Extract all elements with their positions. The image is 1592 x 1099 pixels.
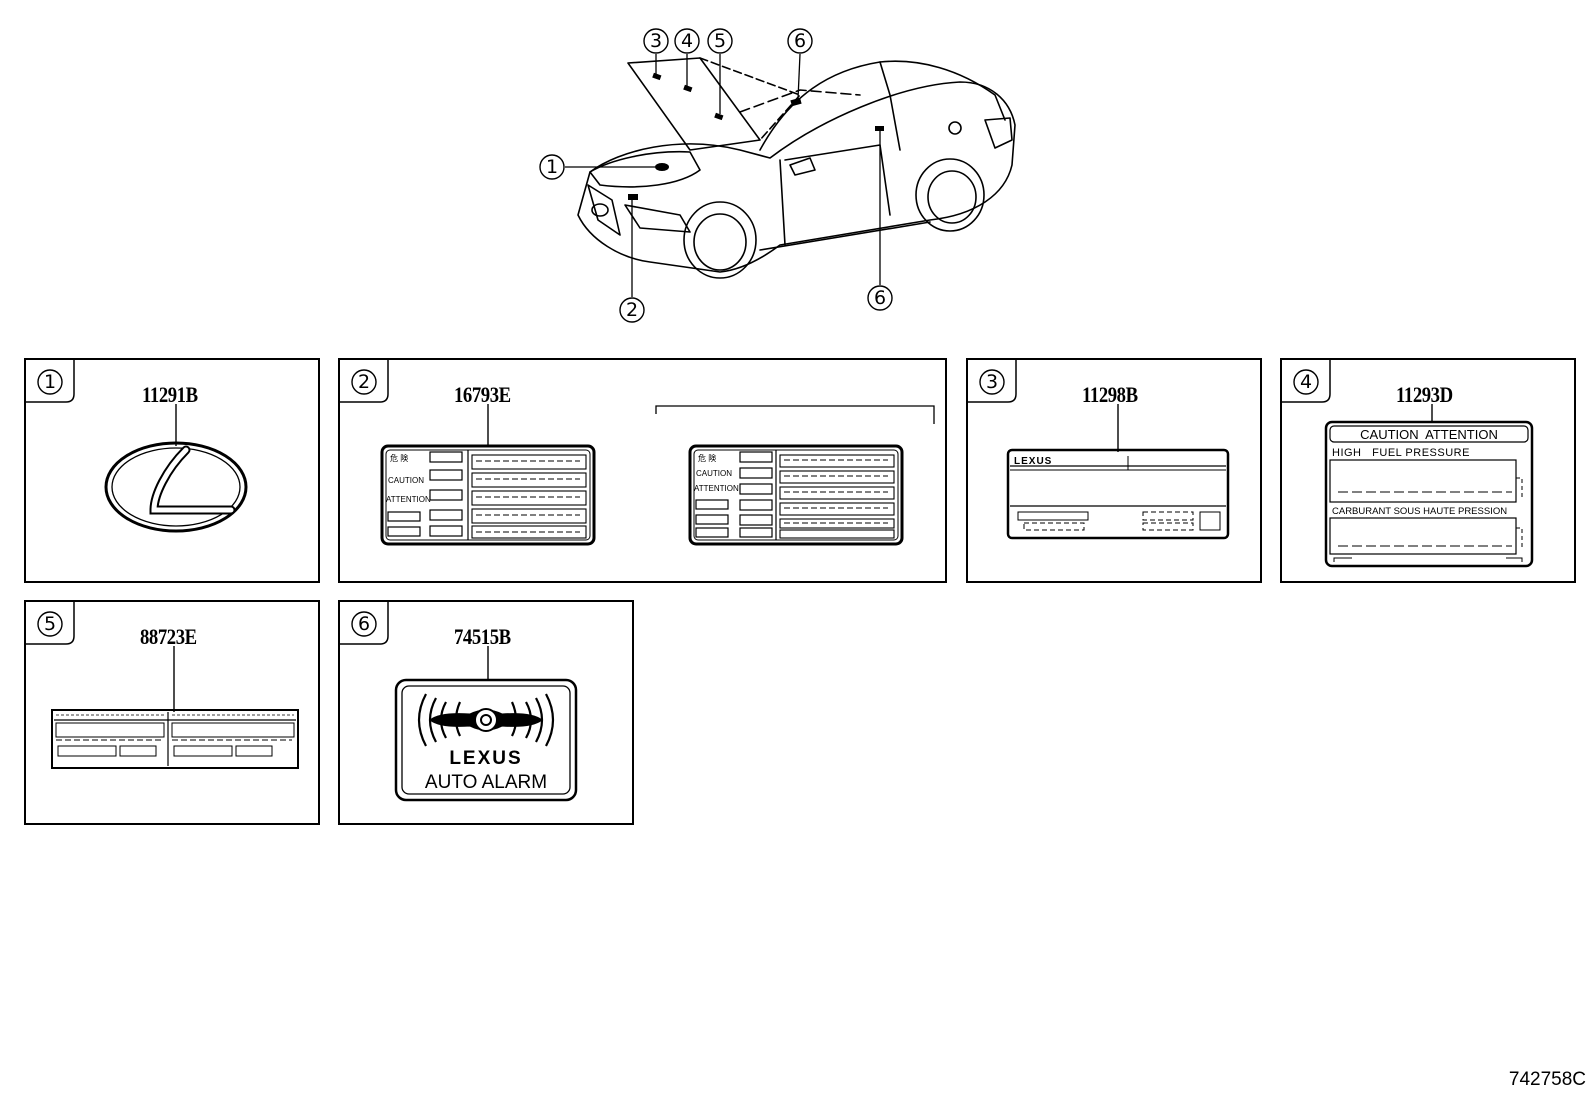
marker-6b bbox=[875, 126, 884, 131]
panel-4-callout: 4 bbox=[1300, 371, 1312, 393]
label-b-attention-text: ATTENTION bbox=[694, 484, 739, 493]
car-roof bbox=[759, 60, 1006, 151]
fuel-label-line1: HIGH FUEL PRESSURE bbox=[1332, 447, 1470, 459]
panel-5-graphics: 5 bbox=[26, 602, 299, 769]
panel-1-graphics: 1 bbox=[26, 360, 248, 533]
emission-label bbox=[1006, 448, 1230, 540]
fuel-label-header: CAUTION ATTENTION bbox=[1360, 427, 1498, 442]
alarm-caption-text: AUTO ALARM bbox=[425, 772, 547, 793]
fuel-pressure-label bbox=[1324, 420, 1534, 568]
panel-3-callout: 3 bbox=[986, 371, 998, 393]
marker-1 bbox=[655, 163, 669, 171]
panel-2-graphics: 2 bbox=[340, 360, 935, 546]
alarm-brand-text: LEXUS bbox=[449, 748, 522, 769]
callout-6b-car: 6 bbox=[874, 287, 886, 309]
callout-4-car: 4 bbox=[681, 30, 693, 52]
panel-5-callout: 5 bbox=[44, 613, 56, 635]
panel-2-callout: 2 bbox=[358, 371, 370, 393]
panel-4-graphics: 4 CAUTION ATTENTION HIGH FUEL PRESSURE C… bbox=[1282, 360, 1534, 568]
part-number-3: 11298B bbox=[1082, 382, 1138, 407]
panel-3-graphics: 3 LEXUS bbox=[968, 360, 1230, 540]
caution-label-b: 危 険 CAUTION ATTENTION bbox=[688, 444, 904, 546]
car-body-outline bbox=[577, 81, 1016, 273]
part-number-4: 11293D bbox=[1396, 382, 1453, 407]
lexus-emblem-icon bbox=[104, 441, 248, 533]
label-a-danger-text: 危 険 bbox=[390, 453, 408, 463]
label-b-caution-text: CAUTION bbox=[696, 469, 732, 478]
marker-4 bbox=[683, 84, 693, 93]
label-b-danger-text: 危 険 bbox=[698, 453, 716, 463]
panel-6-graphics: 6 LEXUS AUTO ALARM bbox=[340, 602, 578, 802]
panel-part-6: 6 LEXUS AUTO ALARM 74515B bbox=[338, 600, 634, 825]
diagram-id: 742758C bbox=[1508, 1069, 1586, 1090]
label-a-attention-text: ATTENTION bbox=[386, 495, 431, 504]
callout-6a-car: 6 bbox=[794, 30, 806, 52]
panel-6-callout: 6 bbox=[358, 613, 370, 635]
car-hood-open bbox=[627, 57, 761, 151]
callout-3-car: 3 bbox=[650, 30, 662, 52]
panel-part-1: 1 11291B bbox=[24, 358, 320, 583]
panel-part-2: 2 bbox=[338, 358, 947, 583]
emission-label-brand: LEXUS bbox=[1014, 456, 1052, 467]
panel-part-5: 5 88723E bbox=[24, 600, 320, 825]
auto-alarm-sticker bbox=[394, 678, 578, 802]
part-number-1: 11291B bbox=[142, 382, 198, 407]
car-front-wheel bbox=[683, 201, 757, 279]
alarm-sensor-icon bbox=[417, 693, 555, 747]
car-grille bbox=[587, 184, 621, 236]
panel-1-callout: 1 bbox=[44, 371, 56, 393]
marker-3 bbox=[652, 72, 662, 81]
callout-5-car: 5 bbox=[714, 30, 726, 52]
fuel-warning-strip-label bbox=[51, 709, 299, 769]
part-number-5: 88723E bbox=[140, 624, 197, 649]
callout-1-car: 1 bbox=[546, 156, 558, 178]
marker-5 bbox=[714, 112, 724, 121]
marker-2 bbox=[628, 194, 638, 200]
car-overview-illustration: 1 2 3 4 5 6 6 bbox=[539, 28, 1016, 323]
panel-part-4: 4 CAUTION ATTENTION HIGH FUEL PRESSURE C… bbox=[1280, 358, 1576, 583]
label-a-caution-text: CAUTION bbox=[388, 476, 424, 485]
part-number-2: 16793E bbox=[454, 382, 511, 407]
part-number-6: 74515B bbox=[454, 624, 511, 649]
marker-6a bbox=[790, 97, 802, 107]
caution-label-a: 危 険 CAUTION ATTENTION bbox=[380, 444, 596, 546]
panel-part-3: 3 LEXUS 11298B bbox=[966, 358, 1262, 583]
fuel-label-line2: CARBURANT SOUS HAUTE PRESSION bbox=[1332, 506, 1507, 517]
callout-2-car: 2 bbox=[626, 299, 638, 321]
car-rear-wheel bbox=[915, 158, 985, 232]
